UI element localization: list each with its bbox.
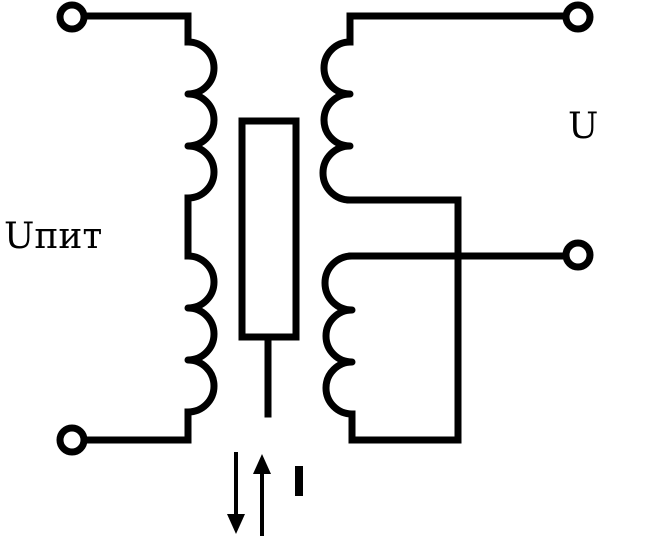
secondary-lower-coil [321, 252, 356, 418]
movement-arrows [227, 452, 303, 536]
primary-upper-coil [184, 38, 218, 202]
primary-lower-coil [184, 252, 218, 416]
secondary-terminal-bottom [562, 239, 594, 271]
secondary-upper-coil [319, 38, 354, 204]
secondary-winding [319, 12, 580, 444]
secondary-top-lead [346, 12, 580, 46]
displacement-marker [295, 466, 303, 496]
primary-terminal-top [56, 1, 88, 33]
primary-top-lead [70, 12, 192, 46]
output-voltage-label: U [568, 106, 598, 147]
primary-winding [68, 12, 218, 444]
supply-voltage-label: Uпит [4, 216, 102, 257]
movable-core [238, 117, 300, 341]
secondary-cross-link [346, 196, 462, 444]
arrow-up-head [253, 454, 271, 474]
arrow-down-head [227, 514, 245, 534]
primary-terminal-bottom [56, 424, 88, 456]
primary-bottom-lead [68, 408, 192, 444]
secondary-terminal-top [562, 1, 594, 33]
